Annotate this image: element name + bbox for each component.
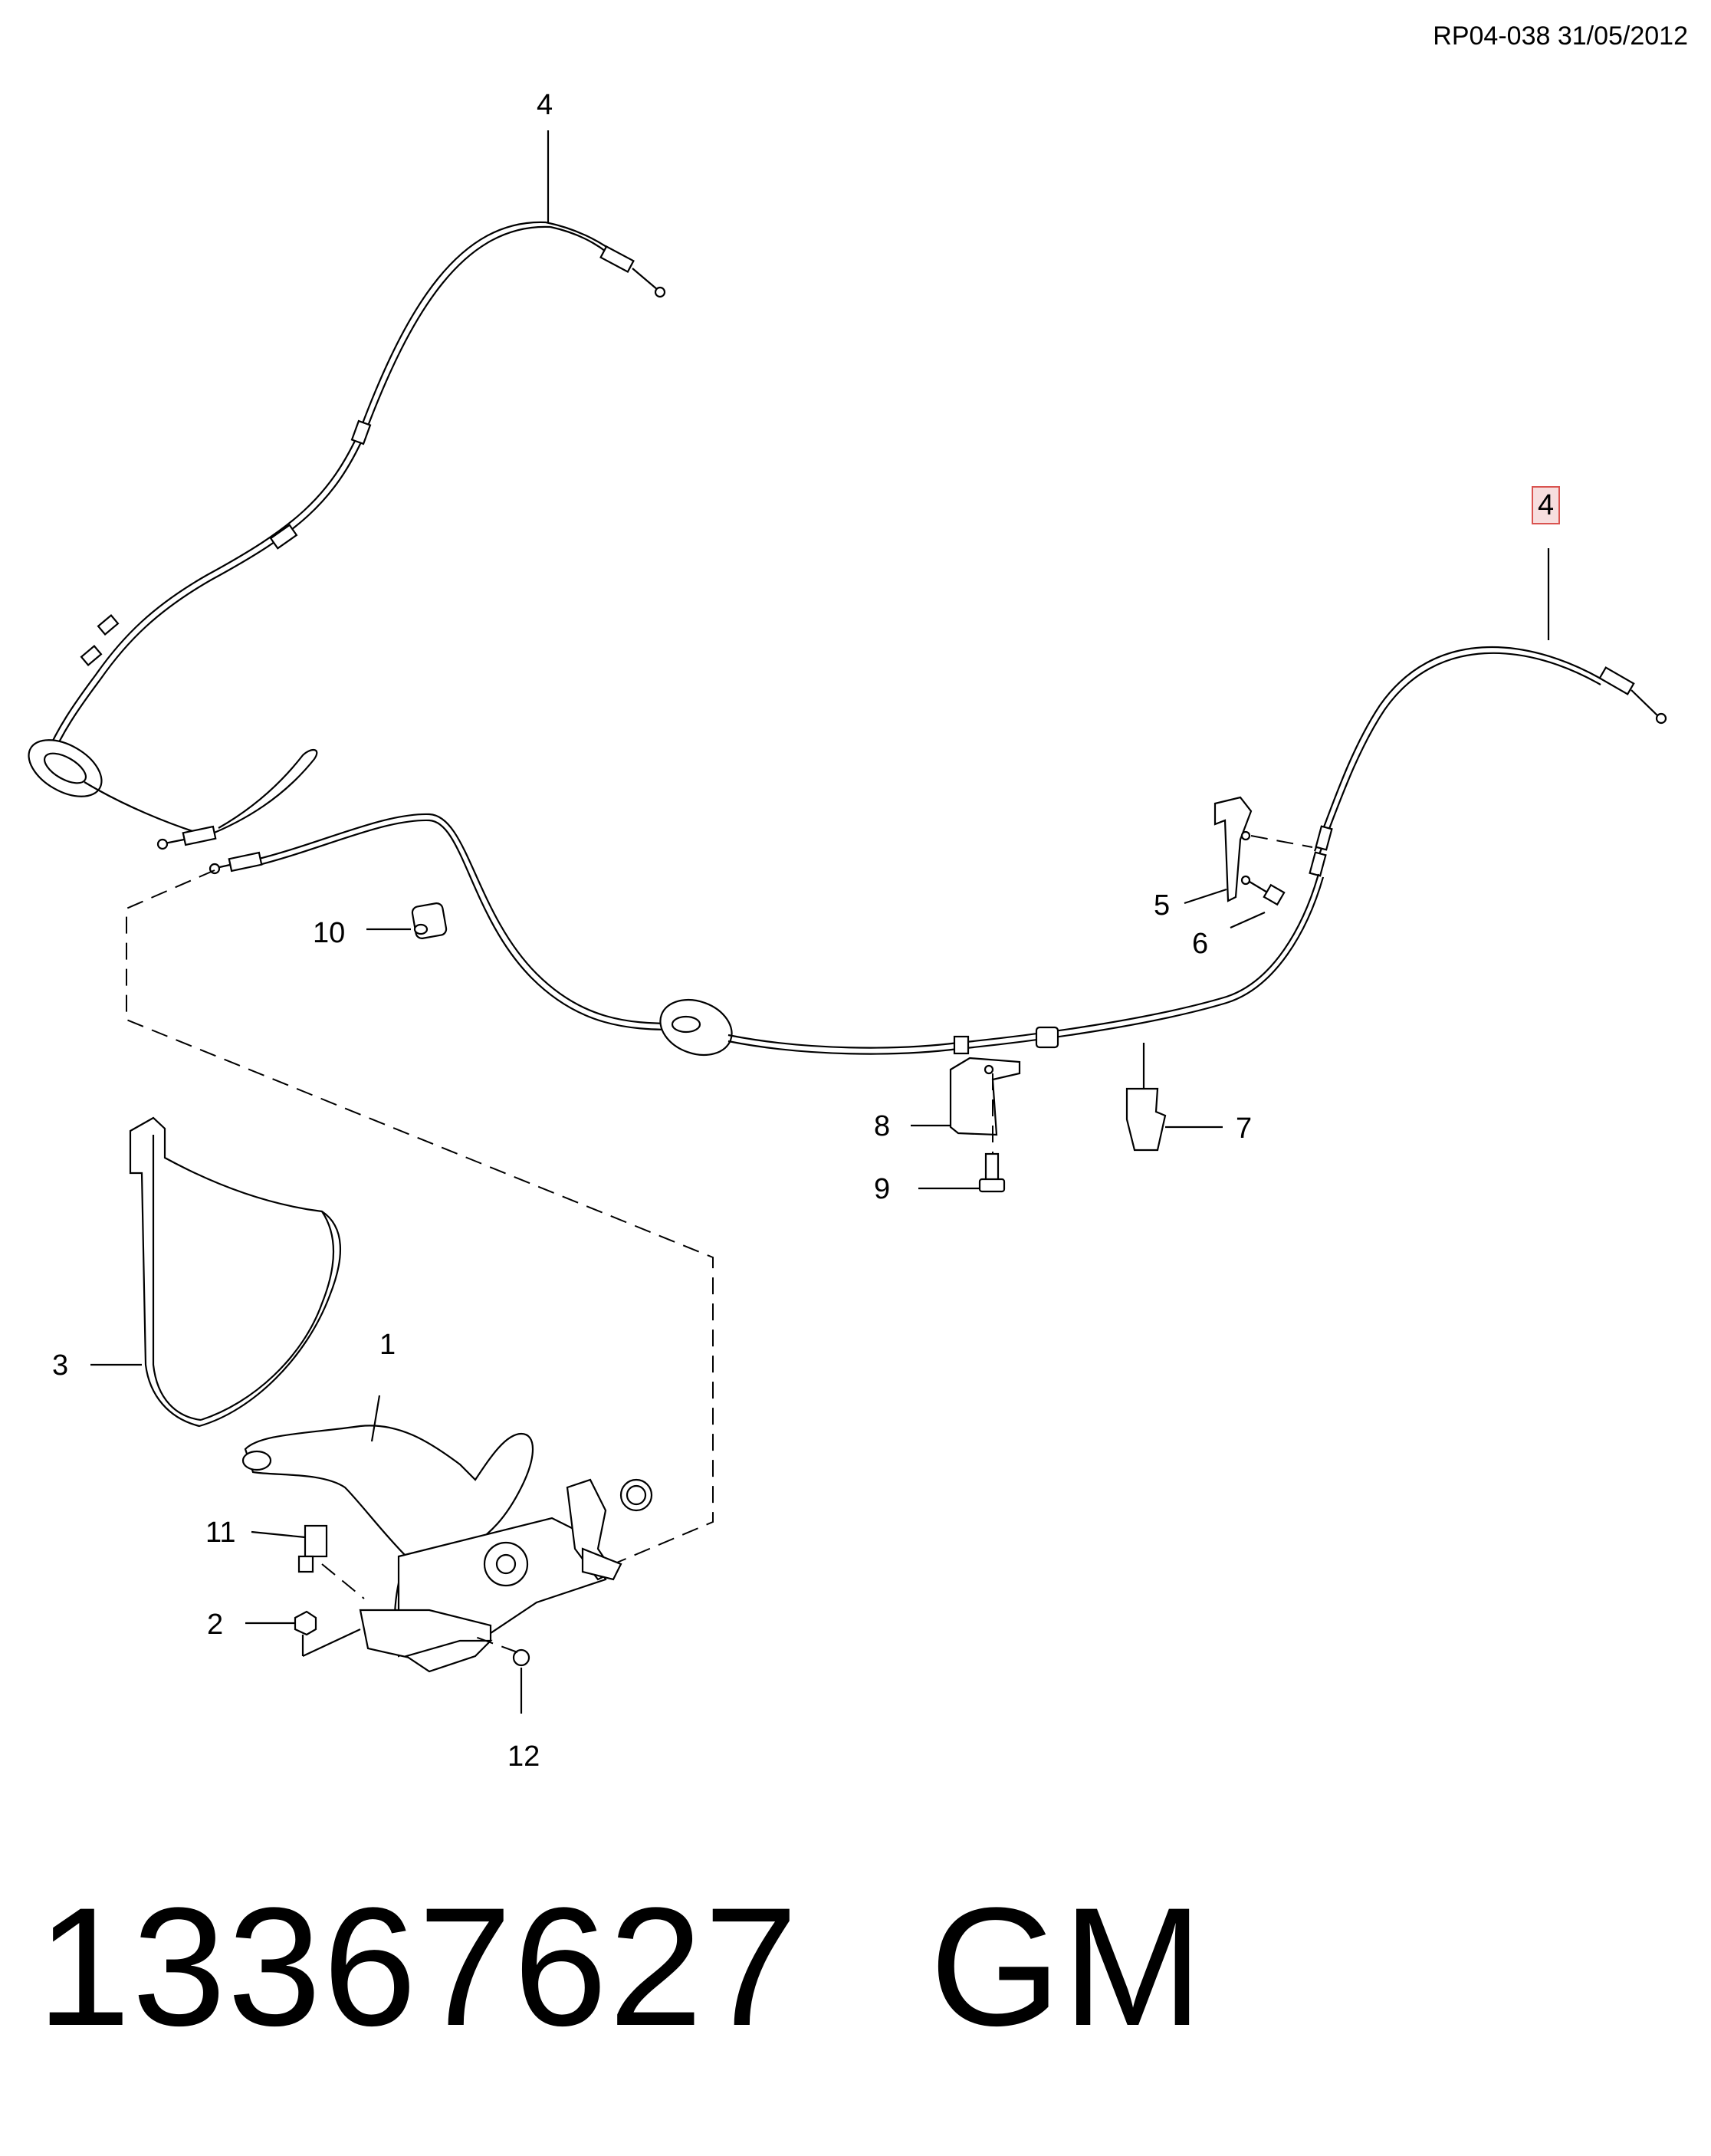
part-12-screw (475, 1636, 530, 1714)
part-3-boot (90, 1116, 341, 1428)
part-5-bracket (1184, 796, 1313, 905)
callout-11[interactable]: 11 (205, 1517, 236, 1549)
part-7-clip (1125, 1043, 1223, 1152)
part-9-bolt (918, 1152, 1006, 1193)
callout-4-right-highlighted[interactable]: 4 (1532, 486, 1561, 524)
callout-3[interactable]: 3 (52, 1349, 69, 1382)
callout-4-left[interactable]: 4 (537, 89, 553, 121)
part-10-clip (366, 902, 448, 939)
callout-7[interactable]: 7 (1236, 1113, 1253, 1145)
callout-10[interactable]: 10 (313, 917, 346, 949)
assembly-dashed-outline (126, 869, 714, 1565)
part-8-bracket (911, 1057, 1021, 1158)
right-rear-cable (1309, 646, 1667, 877)
callout-12[interactable]: 12 (507, 1740, 540, 1773)
part-6-bolt (1230, 881, 1286, 929)
brand-name: GM (929, 1872, 1205, 2061)
callout-8[interactable]: 8 (874, 1110, 891, 1142)
part-2-nut (245, 1610, 361, 1657)
callout-6[interactable]: 6 (1192, 928, 1209, 960)
callout-5[interactable]: 5 (1154, 889, 1171, 922)
callout-2[interactable]: 2 (207, 1609, 224, 1641)
part-11-switch (251, 1524, 365, 1599)
left-rear-cable (28, 221, 666, 850)
front-main-cable (209, 813, 1325, 1057)
part-number: 13367627 (37, 1872, 800, 2061)
callout-9[interactable]: 9 (874, 1173, 891, 1205)
reference-code: RP04-038 31/05/2012 (1433, 21, 1688, 51)
callout-1[interactable]: 1 (379, 1329, 396, 1361)
part-1-lever-assembly (241, 1395, 653, 1673)
